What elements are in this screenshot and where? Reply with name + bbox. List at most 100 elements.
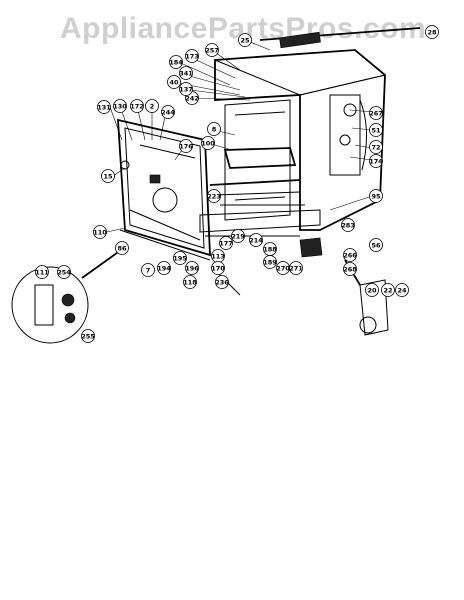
- callout-20: 20: [365, 283, 379, 297]
- callout-number: 214: [249, 236, 263, 244]
- callout-number: 188: [263, 245, 277, 253]
- callout-bubble: [185, 49, 199, 63]
- callout-56: 56: [369, 238, 383, 252]
- callout-number: 174: [369, 157, 383, 165]
- callout-bubble: [173, 251, 187, 265]
- callout-2: 2: [145, 99, 159, 113]
- callout-number: 137: [179, 85, 193, 93]
- callout-bubble: [130, 99, 144, 113]
- callout-bubble: [81, 329, 95, 343]
- callout-number: 257: [205, 46, 219, 54]
- callout-189: 189: [263, 255, 277, 269]
- callout-219: 219: [231, 229, 245, 243]
- callout-number: 51: [371, 126, 381, 134]
- callout-86: 86: [115, 241, 129, 255]
- callout-188: 188: [263, 242, 277, 256]
- callout-7: 7: [141, 263, 155, 277]
- callout-number: 271: [289, 264, 303, 272]
- callout-bubble: [369, 189, 383, 203]
- callout-number: 7: [146, 266, 151, 274]
- callout-bubble: [167, 75, 181, 89]
- callout-bubble: [219, 236, 233, 250]
- callout-number: 118: [183, 278, 197, 286]
- callout-170: 170: [211, 261, 225, 275]
- callout-15: 15: [101, 169, 115, 183]
- callout-177: 177: [219, 236, 233, 250]
- callout-bubble: [238, 33, 252, 47]
- callout-number: 100: [201, 139, 215, 147]
- callout-bubble: [93, 225, 107, 239]
- callout-173: 173: [185, 49, 199, 63]
- callout-number: 184: [169, 58, 183, 66]
- tub-assembly: [199, 27, 421, 237]
- callout-bubble: [249, 233, 263, 247]
- callout-bubble: [141, 263, 155, 277]
- callout-28: 28: [425, 25, 439, 39]
- callout-130: 130: [113, 99, 127, 113]
- callout-number: 40: [169, 78, 179, 86]
- callout-number: 22: [383, 286, 392, 294]
- callout-bubble: [343, 248, 357, 262]
- callout-bubble: [185, 261, 199, 275]
- callout-bubble: [341, 218, 355, 232]
- callout-number: 111: [35, 268, 49, 276]
- callout-bubble: [169, 55, 183, 69]
- callout-number: 266: [343, 251, 357, 259]
- callout-176: 176: [179, 139, 193, 153]
- callout-number: 28: [427, 28, 437, 36]
- callout-number: 177: [219, 239, 233, 247]
- callout-bubble: [205, 43, 219, 57]
- callout-266: 266: [343, 248, 357, 262]
- callout-number: 189: [263, 258, 277, 266]
- leader-lines: [106, 39, 373, 233]
- callout-bubble: [145, 99, 159, 113]
- callout-bubble: [115, 241, 129, 255]
- callout-bubble: [365, 283, 379, 297]
- callout-bubble: [179, 139, 193, 153]
- callout-number: 219: [231, 232, 245, 240]
- callout-number: 8: [212, 125, 217, 133]
- callout-214: 214: [249, 233, 263, 247]
- callout-257: 257: [205, 43, 219, 57]
- callout-51: 51: [369, 123, 383, 137]
- callout-bubble: [211, 261, 225, 275]
- callout-bubble: [207, 122, 221, 136]
- callout-bubble: [157, 261, 171, 275]
- callout-number: 2: [150, 102, 155, 110]
- callout-number: 113: [211, 252, 225, 260]
- callout-255: 255: [81, 329, 95, 343]
- callout-184: 184: [169, 55, 183, 69]
- callout-number: 15: [103, 172, 113, 180]
- callout-number: 255: [81, 332, 95, 340]
- callout-number: 244: [161, 108, 175, 116]
- callout-number: 236: [215, 278, 229, 286]
- callout-100: 100: [201, 136, 215, 150]
- callout-bubble: [343, 262, 357, 276]
- callout-number: 170: [211, 264, 225, 272]
- callout-number: 242: [185, 94, 199, 102]
- callout-number: 223: [207, 192, 221, 200]
- callout-bubble: [201, 136, 215, 150]
- callout-number: 24: [397, 286, 407, 294]
- callout-bubble: [425, 25, 439, 39]
- callout-number: 254: [57, 268, 71, 276]
- callout-number: 173: [185, 52, 199, 60]
- latch-detail: [214, 237, 389, 336]
- callout-24: 24: [395, 283, 409, 297]
- callout-118: 118: [183, 275, 197, 289]
- callout-number: 25: [240, 36, 250, 44]
- callout-244: 244: [161, 105, 175, 119]
- hinge-detail: [11, 244, 129, 344]
- callout-223: 223: [207, 189, 221, 203]
- door-assembly: [117, 118, 211, 261]
- callout-bubble: [57, 265, 71, 279]
- callout-number: 194: [157, 264, 171, 272]
- callout-bubble: [101, 169, 115, 183]
- callout-bubble: [369, 106, 383, 120]
- callout-40: 40: [167, 75, 181, 89]
- callout-bubble: [97, 100, 111, 114]
- callout-number: 270: [276, 264, 290, 272]
- callout-bubble: [369, 123, 383, 137]
